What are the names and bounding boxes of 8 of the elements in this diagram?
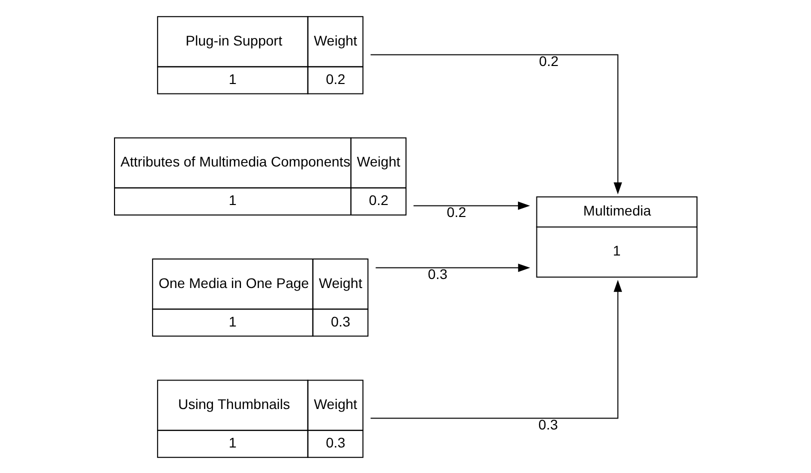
edge-label: 0.3: [538, 416, 558, 433]
edge-label: 0.3: [428, 266, 448, 282]
edge-label: 0.2: [446, 204, 466, 220]
arrow: [370, 54, 622, 194]
edge-label: 0.2: [539, 52, 559, 69]
arrow: [370, 280, 622, 419]
arrow: [375, 264, 530, 272]
arrow: [413, 202, 530, 210]
